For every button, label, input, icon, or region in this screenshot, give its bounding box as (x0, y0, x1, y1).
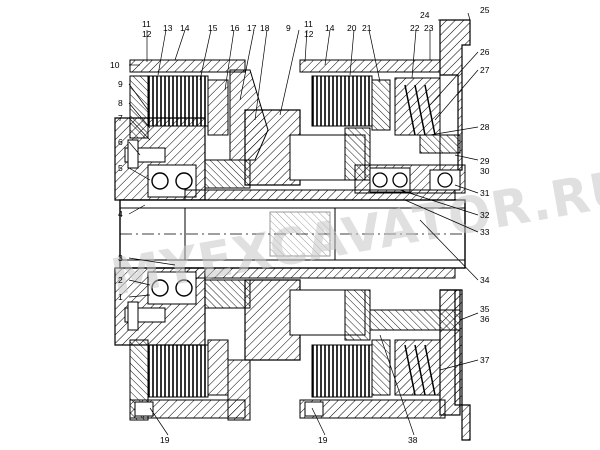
central-drum-upper (204, 109, 371, 189)
callout-6: 6 (118, 137, 123, 147)
callout-37: 37 (480, 355, 490, 365)
callout-14-left: 14 (180, 23, 190, 33)
callout-19-left: 19 (160, 435, 170, 445)
callout-3: 3 (118, 253, 123, 263)
callout-11-top-right: 11 (304, 19, 313, 29)
callout-11-top-left: 11 (142, 19, 151, 29)
callout-9-left: 9 (118, 79, 123, 89)
callout-9-top: 9 (286, 23, 291, 33)
callout-29: 29 (480, 156, 490, 166)
callout-numbers: 11 12 13 14 15 16 17 18 9 11 12 14 20 21… (110, 5, 490, 445)
callout-23: 23 (424, 23, 434, 33)
callout-1: 1 (118, 292, 123, 302)
callout-12-top-left: 12 (142, 29, 152, 39)
callout-5: 5 (118, 163, 123, 173)
callout-28: 28 (480, 122, 490, 132)
callout-31: 31 (480, 188, 490, 198)
callout-10: 10 (110, 60, 120, 70)
callout-18: 18 (260, 23, 270, 33)
callout-labels (128, 12, 479, 436)
callout-26: 26 (480, 47, 490, 57)
callout-16: 16 (230, 23, 240, 33)
lower-left-clutch-pack (129, 339, 251, 421)
central-drum-lower (204, 279, 461, 361)
lower-right-clutch-pack (299, 339, 446, 419)
right-bearing-upper (354, 164, 466, 194)
upper-right-clutch-pack (299, 59, 461, 154)
callout-38: 38 (408, 435, 418, 445)
callout-7: 7 (118, 113, 123, 123)
main-shaft (119, 189, 466, 279)
callout-30: 30 (480, 166, 490, 176)
callout-32: 32 (480, 210, 490, 220)
callout-19-right: 19 (318, 435, 328, 445)
callout-8: 8 (118, 98, 123, 108)
left-bearing-housing (114, 117, 206, 201)
callout-15: 15 (208, 23, 218, 33)
callout-24: 24 (420, 10, 430, 20)
callout-20: 20 (347, 23, 357, 33)
left-bearing-housing-lower (114, 267, 206, 346)
callout-14-right: 14 (325, 23, 335, 33)
callout-17: 17 (247, 23, 257, 33)
callout-12-top-right: 12 (304, 29, 314, 39)
callout-34: 34 (480, 275, 490, 285)
callout-36: 36 (480, 314, 490, 324)
callout-13: 13 (163, 23, 173, 33)
callout-4: 4 (118, 209, 123, 219)
callout-25: 25 (480, 5, 490, 15)
callout-21: 21 (362, 23, 372, 33)
callout-35: 35 (480, 304, 490, 314)
callout-2: 2 (118, 275, 123, 285)
callout-27: 27 (480, 65, 490, 75)
callout-33: 33 (480, 227, 490, 237)
callout-22: 22 (410, 23, 420, 33)
